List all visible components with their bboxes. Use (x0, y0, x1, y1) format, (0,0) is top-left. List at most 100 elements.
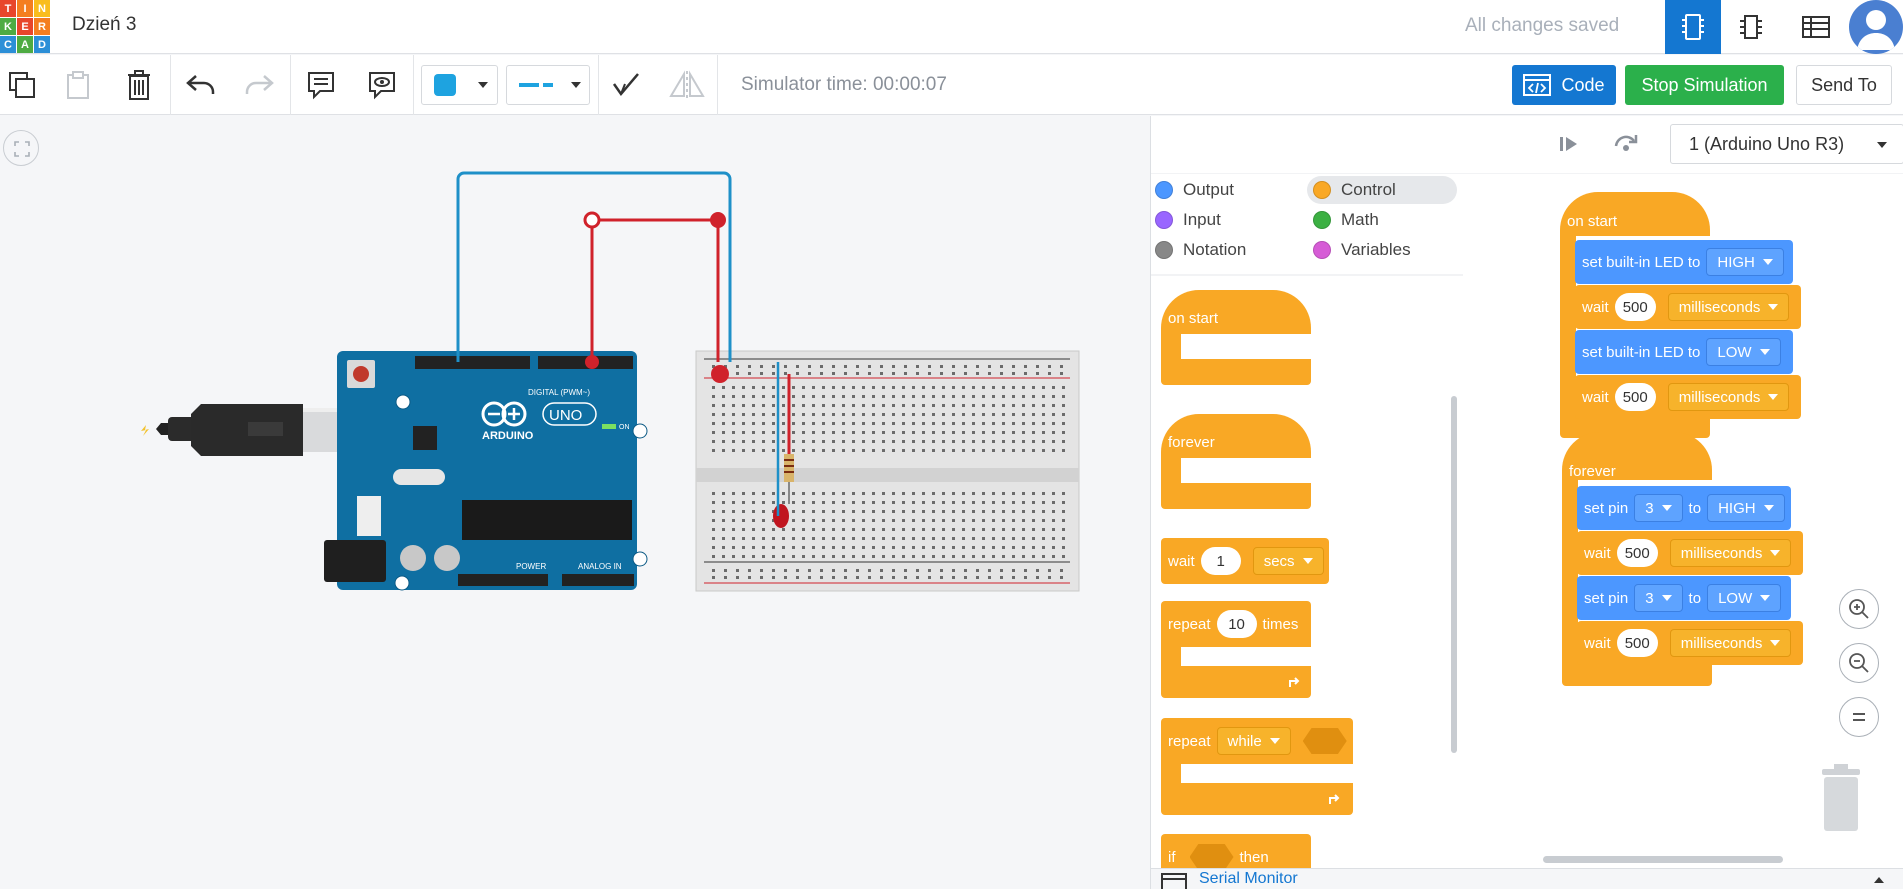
led-state-dropdown[interactable]: HIGH (1706, 248, 1784, 276)
while-until-dropdown[interactable]: while (1216, 727, 1291, 755)
category-control[interactable]: Control (1307, 176, 1457, 204)
component-list-button[interactable] (1788, 0, 1844, 54)
workspace-hscrollbar[interactable] (1543, 856, 1783, 863)
annotate-button[interactable] (606, 65, 646, 105)
palette-repeat-while-block[interactable]: repeat while (1161, 718, 1353, 764)
chevron-down-icon (478, 82, 488, 88)
zoom-in-button[interactable] (1839, 589, 1879, 629)
redo-button[interactable] (239, 65, 279, 105)
wait-ms-block[interactable]: wait 500 milliseconds (1575, 285, 1801, 329)
redo-icon (245, 75, 274, 94)
logo-letter: E (17, 18, 33, 35)
color-dropdown[interactable] (421, 65, 498, 105)
palette-forever-block[interactable]: forever (1161, 414, 1311, 458)
notes-visibility-button[interactable] (362, 65, 402, 105)
block-c-body (1562, 478, 1578, 664)
wires[interactable] (456, 171, 732, 383)
condition-slot[interactable] (1189, 844, 1234, 870)
repeat-count-input[interactable]: 10 (1216, 610, 1257, 638)
block-c-body (1161, 332, 1181, 364)
time-unit-dropdown[interactable]: milliseconds (1669, 539, 1792, 567)
palette-repeat-block[interactable]: repeat 10 times (1161, 601, 1311, 647)
toolbar-divider (598, 55, 599, 115)
delete-button[interactable] (119, 65, 159, 105)
toolbar-divider (170, 55, 171, 115)
palette-wait-block[interactable]: wait 1 secs (1161, 538, 1329, 584)
block-label: repeat (1168, 732, 1211, 750)
wait-ms-block[interactable]: wait 500 milliseconds (1575, 375, 1801, 419)
power-on-label: ON (619, 424, 630, 431)
save-status: All changes saved (1465, 15, 1620, 36)
wait-value-input[interactable]: 1 (1200, 547, 1241, 575)
device-select[interactable]: 1 (Arduino Uno R3) (1670, 124, 1903, 164)
zoom-out-button[interactable] (1839, 643, 1879, 683)
set-led-low-block[interactable]: set built-in LED to LOW (1575, 330, 1793, 374)
category-output[interactable]: Output (1155, 176, 1295, 204)
on-start-block[interactable]: on start (1560, 192, 1710, 236)
circuit-view-button[interactable] (1665, 0, 1721, 54)
breadboard[interactable] (695, 350, 1080, 592)
pin-state-dropdown[interactable]: HIGH (1707, 494, 1785, 522)
wire-style-icon (519, 83, 553, 87)
wire-type-dropdown[interactable] (506, 65, 590, 105)
flip-button[interactable] (667, 65, 707, 105)
tinkercad-logo[interactable]: T I N K E R C A D (0, 0, 50, 53)
send-to-button[interactable]: Send To (1796, 65, 1892, 105)
palette-on-start-block[interactable]: on start (1161, 290, 1311, 334)
circuit-drawing: ARDUINO UNO DIGITAL (PWM~) POWER ANALOG … (140, 171, 1080, 592)
category-input[interactable]: Input (1155, 206, 1295, 234)
time-unit-dropdown[interactable]: milliseconds (1669, 629, 1792, 657)
step-button[interactable] (1557, 132, 1581, 156)
set-led-high-block[interactable]: set built-in LED to HIGH (1575, 240, 1793, 284)
condition-slot[interactable] (1302, 728, 1347, 754)
category-notation[interactable]: Notation (1155, 236, 1295, 264)
pin-dropdown[interactable]: 3 (1634, 494, 1683, 522)
wait-ms-block[interactable]: wait 500 milliseconds (1577, 531, 1803, 575)
pin-state-dropdown[interactable]: LOW (1707, 584, 1782, 612)
paste-button[interactable] (58, 65, 98, 105)
category-variables[interactable]: Variables (1313, 236, 1453, 264)
code-editor-panel: 1 (Arduino Uno R3) Output Control Input … (1150, 116, 1903, 889)
category-label: Math (1341, 210, 1379, 229)
serial-monitor-bar[interactable]: Serial Monitor (1151, 868, 1903, 889)
copy-button[interactable] (2, 65, 42, 105)
project-title[interactable]: Dzień 3 (72, 14, 137, 35)
arduino-uno-board[interactable]: ARDUINO UNO DIGITAL (PWM~) POWER ANALOG … (324, 351, 648, 591)
forever-block[interactable]: forever (1562, 432, 1712, 480)
note-button[interactable] (301, 65, 341, 105)
fit-view-button[interactable] (3, 130, 39, 166)
blocks-workspace[interactable]: on start set built-in LED to HIGH wait 5… (1463, 174, 1903, 889)
palette-scrollbar[interactable] (1451, 396, 1457, 753)
step-icon (1560, 137, 1577, 151)
category-math[interactable]: Math (1313, 206, 1453, 234)
digital-pins-label: DIGITAL (PWM~) (528, 388, 590, 397)
pin-dropdown[interactable]: 3 (1634, 584, 1683, 612)
dropdown-label: HIGH (1718, 499, 1756, 517)
wait-ms-input[interactable]: 500 (1614, 383, 1656, 411)
restart-button[interactable] (1612, 132, 1640, 156)
zoom-reset-button[interactable] (1839, 697, 1879, 737)
wait-ms-input[interactable]: 500 (1616, 629, 1658, 657)
undo-button[interactable] (181, 65, 221, 105)
time-unit-dropdown[interactable]: milliseconds (1667, 293, 1790, 321)
workspace-trash[interactable] (1816, 763, 1866, 833)
circuit-canvas[interactable]: ARDUINO UNO DIGITAL (PWM~) POWER ANALOG … (0, 116, 1150, 889)
stop-simulation-button[interactable]: Stop Simulation (1625, 65, 1784, 105)
block-label: to (1688, 589, 1702, 607)
code-button[interactable]: Code (1512, 65, 1616, 105)
schematic-view-button[interactable] (1723, 0, 1779, 54)
block-label: set pin (1584, 589, 1629, 607)
time-unit-dropdown[interactable]: milliseconds (1667, 383, 1790, 411)
wait-ms-input[interactable]: 500 (1614, 293, 1656, 321)
terminal-icon (1161, 873, 1187, 889)
wait-unit-dropdown[interactable]: secs (1252, 547, 1324, 575)
user-avatar[interactable] (1849, 0, 1903, 54)
wait-ms-block[interactable]: wait 500 milliseconds (1577, 621, 1803, 665)
loop-arrow-icon (1289, 677, 1300, 687)
device-select-label: 1 (Arduino Uno R3) (1689, 134, 1845, 154)
set-pin-low-block[interactable]: set pin 3 to LOW (1577, 576, 1791, 620)
wait-ms-input[interactable]: 500 (1616, 539, 1658, 567)
category-dot (1155, 181, 1173, 199)
led-state-dropdown[interactable]: LOW (1706, 338, 1781, 366)
set-pin-high-block[interactable]: set pin 3 to HIGH (1577, 486, 1791, 530)
